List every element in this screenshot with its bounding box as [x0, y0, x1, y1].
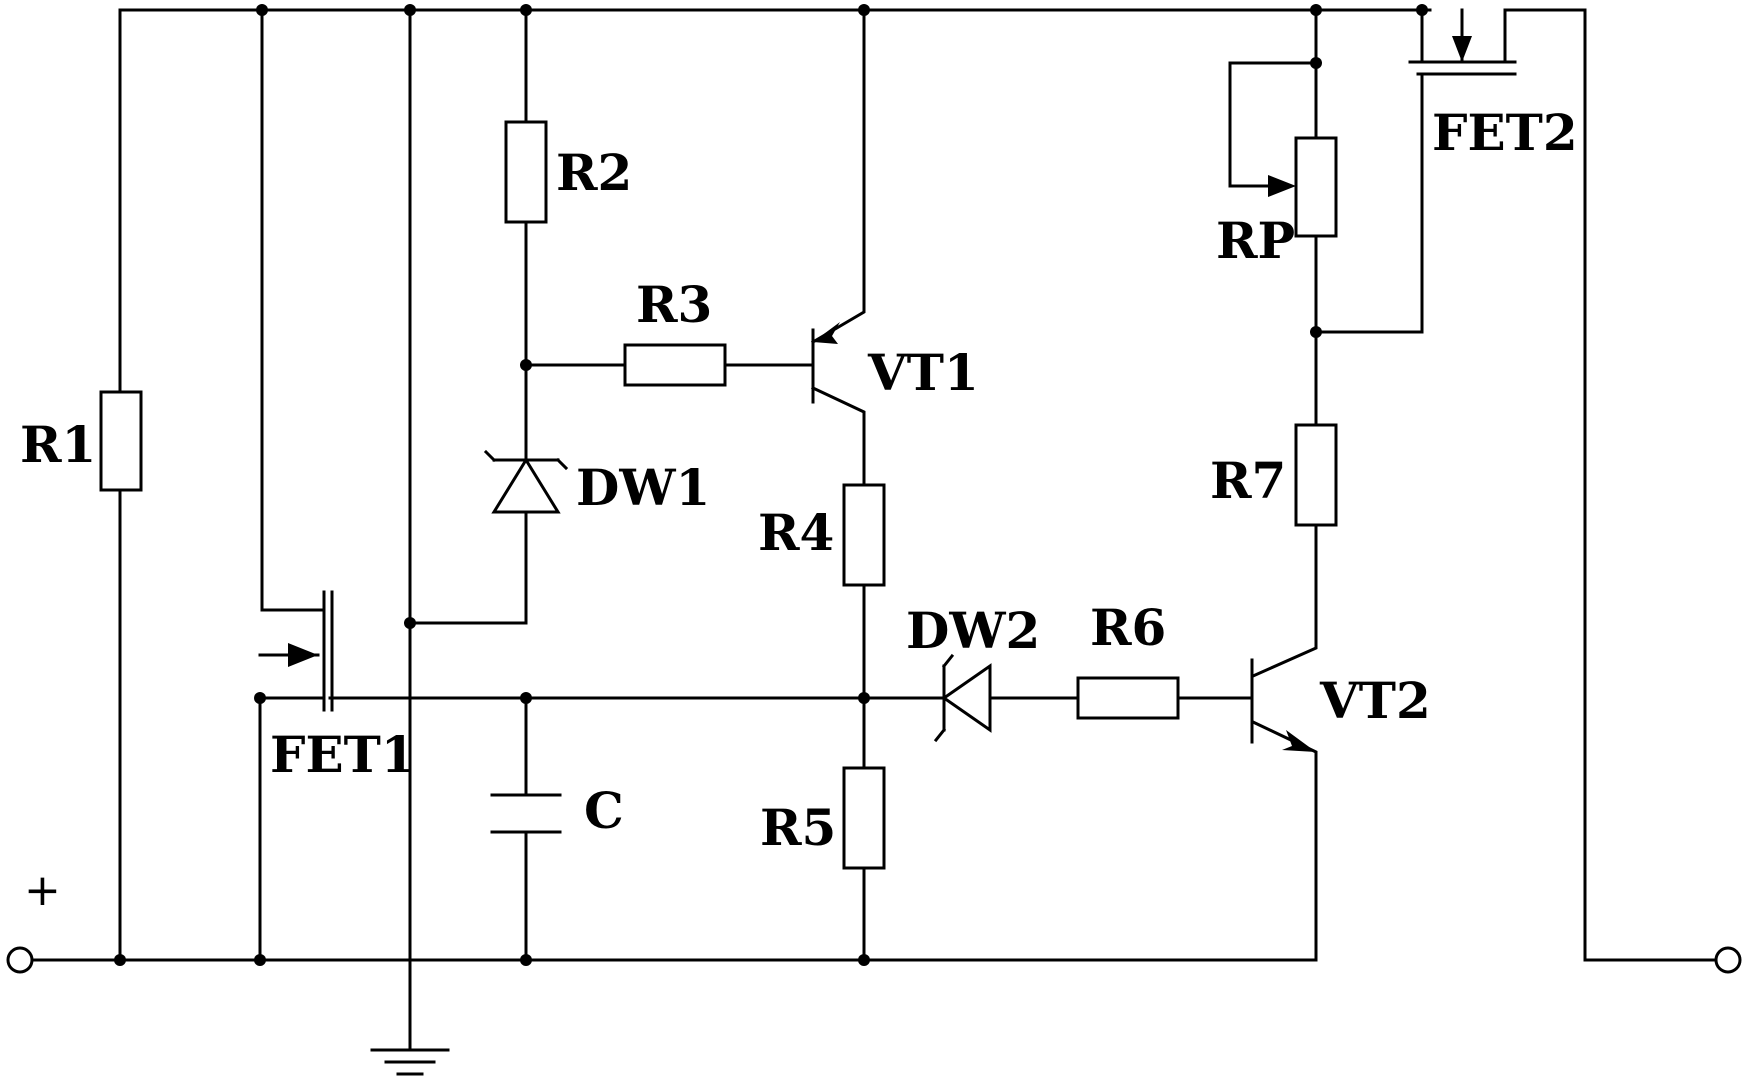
r7-resistor	[1294, 423, 1338, 527]
right-terminal-icon	[1714, 946, 1742, 974]
r7-label: R7	[1210, 451, 1286, 510]
vt1-transistor	[811, 322, 840, 404]
dw1-label: DW1	[576, 458, 710, 517]
dw2-zener-diode	[933, 653, 992, 743]
vt2-emitter-wire	[1251, 720, 1318, 962]
fet2-arrow-icon	[1452, 36, 1472, 62]
vt2-emitter-arrow-icon	[1282, 730, 1316, 752]
rp-potentiometer	[1294, 136, 1338, 238]
left-terminal-icon	[6, 946, 34, 974]
rp-label: RP	[1216, 211, 1295, 270]
dw1-zener-diode	[483, 449, 569, 514]
r3-label: R3	[636, 275, 712, 334]
rp-wiper-arrow-icon	[1268, 175, 1296, 197]
r3-resistor	[623, 343, 727, 387]
r1-resistor	[99, 390, 143, 492]
fet1-arrow-icon	[288, 643, 318, 667]
r5-resistor	[842, 766, 886, 870]
r6-label: R6	[1090, 598, 1166, 657]
r4-resistor	[842, 483, 886, 587]
rp-wiper-wire	[1228, 61, 1318, 188]
plus-terminal-label: +	[24, 865, 61, 916]
vt2-label: VT2	[1319, 671, 1431, 730]
r2-dw1-wire	[408, 8, 528, 625]
r2-label: R2	[556, 143, 632, 202]
r2-resistor	[504, 120, 548, 224]
vt1-label: VT1	[867, 343, 979, 402]
r5-label: R5	[760, 798, 836, 857]
fet2-transistor	[1408, 36, 1517, 76]
vt1-emitter-arrow-icon	[813, 322, 840, 344]
ground-icon	[370, 1048, 450, 1076]
r1-label: R1	[20, 415, 96, 474]
fet2-label: FET2	[1432, 103, 1578, 162]
fet2-gate-wire	[1314, 73, 1424, 334]
fet1-drain-wire	[260, 8, 326, 612]
r4-label: R4	[758, 503, 834, 562]
capacitor-label: C	[584, 781, 624, 840]
junction-dots	[114, 4, 1428, 966]
vt2-collector-wire	[1251, 523, 1318, 678]
vt2-transistor	[1250, 658, 1316, 752]
vt1-collector-wire	[811, 386, 866, 962]
dw2-label: DW2	[906, 601, 1040, 660]
capacitor	[490, 793, 562, 834]
fet1-label: FET1	[270, 725, 416, 784]
fet1-transistor	[288, 590, 334, 712]
r6-resistor	[1076, 676, 1180, 720]
vt1-emitter-wire	[810, 8, 866, 345]
